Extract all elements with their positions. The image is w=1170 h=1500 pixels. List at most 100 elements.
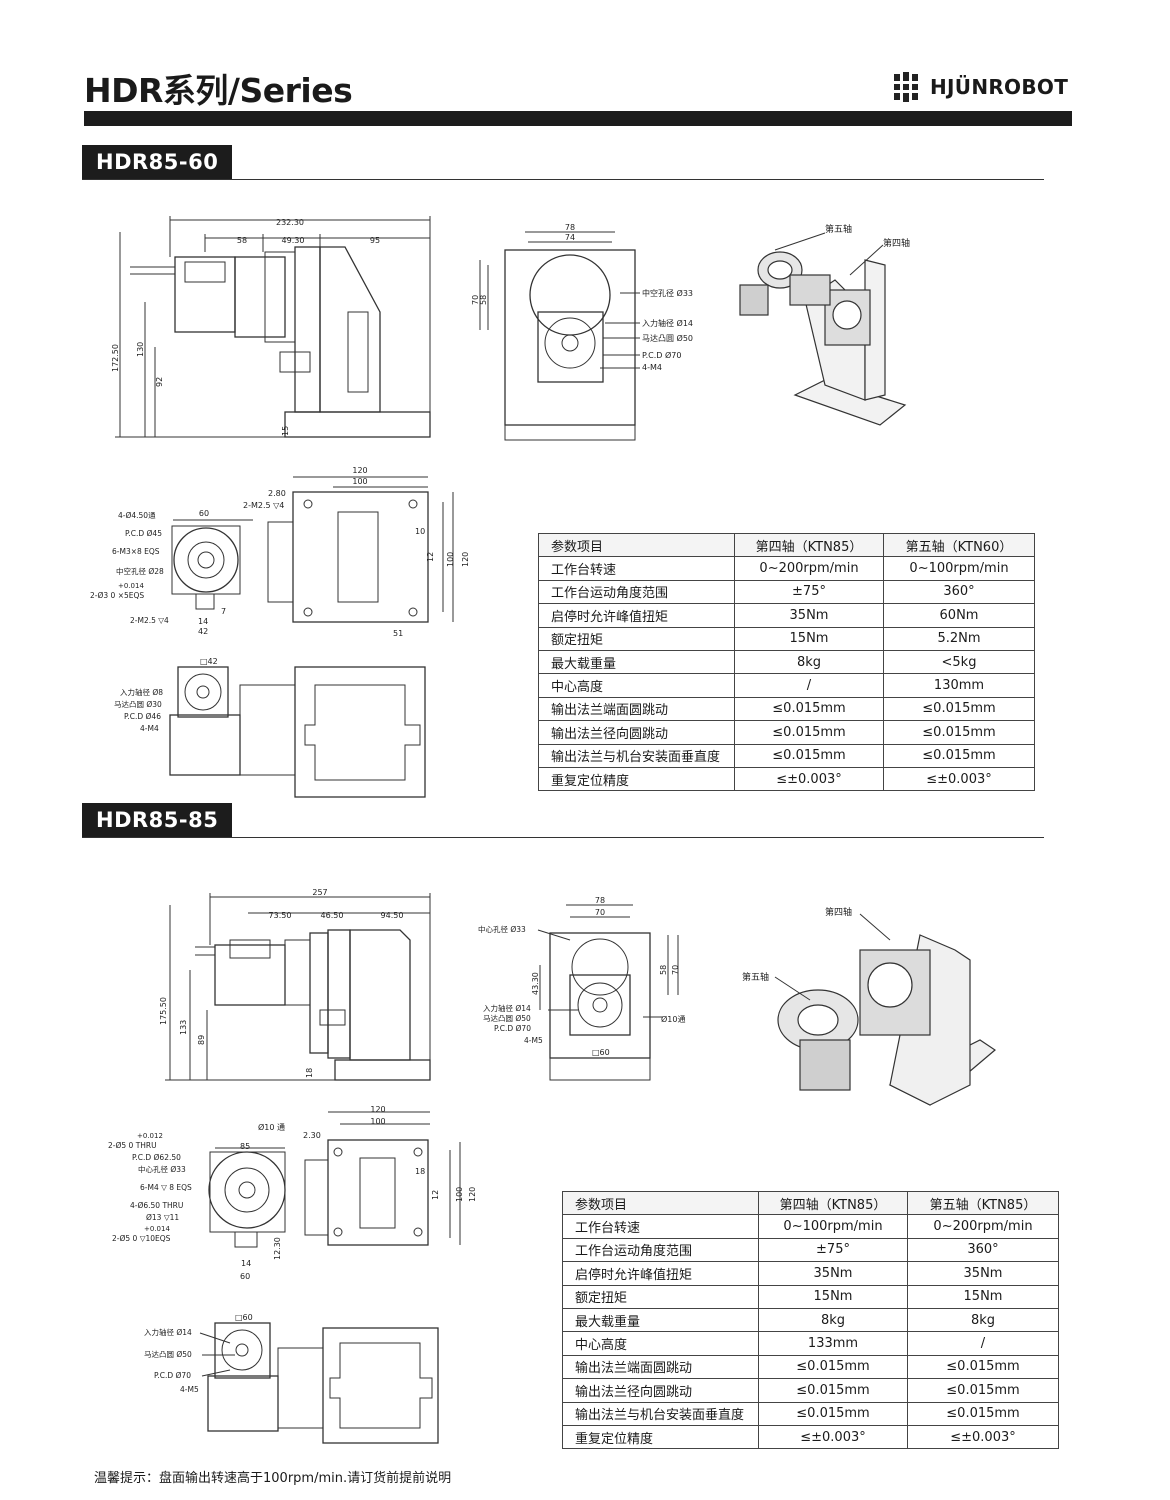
table-row: 工作台运动角度范围±75°360° [562, 1237, 1059, 1263]
callout-label: 6-M3×8 EQS [112, 547, 160, 556]
callout-label: P.C.D Ø70 [154, 1371, 191, 1380]
dim-label: 42 [198, 627, 208, 636]
callout-label: 2-Ø3 0 ×5EQS [90, 591, 144, 600]
table-cell: 最大载重量 [562, 1307, 759, 1333]
dim-label: 58 [479, 295, 488, 305]
callout-label: +0.012 [137, 1132, 163, 1140]
table-cell: 工作台转速 [562, 1214, 759, 1239]
dim-label: 133 [179, 1020, 188, 1035]
table-cell: 35Nm [734, 603, 884, 628]
dim-label: 120 [352, 466, 367, 475]
dim-label: 14 [198, 617, 208, 626]
dim-label: 2.80 [268, 489, 286, 498]
callout-label: 4-Ø6.50 THRU [130, 1201, 183, 1210]
dim-label: □60 [235, 1313, 253, 1322]
callout-label: 马达凸圆 Ø50 [144, 1349, 192, 1359]
dim-label: 172.50 [111, 344, 120, 372]
table-cell: ≤0.015mm [758, 1378, 908, 1403]
dim-label: 95 [370, 236, 380, 245]
callout-label: 4-M4 [642, 363, 662, 372]
table-cell: ≤±0.003° [734, 766, 884, 792]
table-cell: 15Nm [758, 1284, 908, 1309]
table-cell: 360° [883, 579, 1035, 605]
table-cell: 15Nm [734, 626, 884, 651]
section-tab-hdr85-60: HDR85-60 [82, 145, 233, 179]
table-row: 重复定位精度≤±0.003°≤±0.003° [562, 1424, 1059, 1450]
table-header-cell: 参数项目 [538, 532, 735, 558]
section-divider [82, 179, 1044, 180]
callout-label: 马达凸圆 Ø50 [642, 333, 693, 343]
top-view-drawing: 120 100 2.80 2-M2.5 ▽4 60 10 12 100 120 … [90, 466, 470, 638]
table-cell: ≤0.015mm [734, 720, 884, 745]
table-header-row: 参数项目 第四轴（KTN85） 第五轴（KTN60） [538, 532, 1035, 558]
footer-note: 温馨提示：盘面输出转速高于100rpm/min.请订货前提前说明 [94, 1471, 452, 1486]
table-cell: 5.2Nm [883, 626, 1035, 651]
callout-label: 中空孔径 Ø33 [642, 288, 693, 298]
table-cell: ≤±0.003° [883, 766, 1035, 792]
dim-label: 92 [155, 377, 164, 387]
hjunrobot-logo-icon [890, 72, 924, 102]
table-cell: 8kg [734, 649, 884, 675]
dim-label: 100 [446, 552, 455, 567]
axis-label: 第五轴 [742, 971, 769, 983]
table-cell: 133mm [758, 1331, 908, 1356]
table-cell: ≤0.015mm [907, 1354, 1059, 1380]
table-cell: 8kg [758, 1307, 908, 1333]
table-cell: ≤0.015mm [883, 696, 1035, 722]
table-cell: <5kg [883, 649, 1035, 675]
callout-label: 入力轴径 Ø8 [120, 687, 163, 697]
table-cell: 35Nm [907, 1261, 1059, 1286]
dim-label: 14 [241, 1259, 251, 1268]
callout-label: P.C.D Ø45 [125, 529, 162, 538]
dim-label: Ø10通 [661, 1014, 685, 1024]
table-cell: 中心高度 [562, 1331, 759, 1356]
dim-label: 257 [312, 888, 327, 897]
table-header-cell: 第五轴（KTN85） [907, 1190, 1059, 1216]
bottom-view-drawing: □42 入力轴径 Ø8 马达凸圆 Ø30 P.C.D Ø46 4-M4 [114, 657, 426, 798]
callout-label: 4-M5 [524, 1036, 543, 1045]
callout-label: 马达凸圆 Ø50 [483, 1013, 531, 1023]
side-view-drawing: 257 73.50 46.50 94.50 175.50 133 89 18 [159, 888, 431, 1081]
table-cell: 额定扭矩 [562, 1284, 759, 1309]
dim-label: 18 [305, 1068, 314, 1078]
callout-label: 中空孔径 Ø28 [116, 566, 164, 576]
callout-label: 中心孔径 Ø33 [138, 1164, 186, 1174]
callout-label: 马达凸圆 Ø30 [114, 699, 162, 709]
side-view-drawing: 232.30 58 49.30 95 172.50 130 92 15 [111, 216, 431, 438]
dim-label: 2-M2.5 ▽4 [243, 501, 284, 510]
dim-label: 74 [565, 233, 575, 242]
table-cell: ±75° [734, 579, 884, 605]
table-row: 输出法兰与机台安装面垂直度≤0.015mm≤0.015mm [538, 743, 1035, 768]
table-cell: 最大载重量 [538, 649, 735, 675]
table-header-cell: 第四轴（KTN85） [734, 532, 884, 558]
top-view-drawing: Ø10 通 120 100 2.30 18 12 100 120 85 14 6… [108, 1105, 477, 1281]
table-cell: 35Nm [758, 1261, 908, 1286]
table-cell: 输出法兰径向圆跳动 [562, 1378, 759, 1403]
dim-label: 100 [352, 477, 367, 486]
dim-label: 51 [393, 629, 403, 638]
table-row: 输出法兰与机台安装面垂直度≤0.015mm≤0.015mm [562, 1401, 1059, 1426]
dim-label: 78 [595, 896, 605, 905]
callout-label: P.C.D Ø46 [124, 712, 161, 721]
dim-label: 78 [565, 223, 575, 232]
callout-label: 4-M5 [180, 1385, 199, 1394]
table-header-row: 参数项目 第四轴（KTN85） 第五轴（KTN85） [562, 1190, 1059, 1216]
brand-logo: HJÜNROBOT [890, 72, 1068, 102]
dim-label: 70 [595, 908, 605, 917]
table-cell: ≤0.015mm [734, 743, 884, 768]
callout-label: +0.014 [144, 1225, 170, 1233]
table-row: 重复定位精度≤±0.003°≤±0.003° [538, 766, 1035, 792]
dim-label: Ø10 通 [258, 1122, 285, 1132]
callout-label: P.C.D Ø62.50 [132, 1153, 181, 1162]
table-cell: 启停时允许峰值扭矩 [538, 603, 735, 628]
dim-label: □60 [592, 1048, 610, 1057]
table-cell: 0~200rpm/min [907, 1214, 1059, 1239]
table-cell: 8kg [907, 1307, 1059, 1333]
callout-label: 4-M4 [140, 724, 159, 733]
table-row: 工作台运动角度范围±75°360° [538, 579, 1035, 605]
table-cell: 输出法兰径向圆跳动 [538, 720, 735, 745]
dim-label: 120 [461, 552, 470, 567]
